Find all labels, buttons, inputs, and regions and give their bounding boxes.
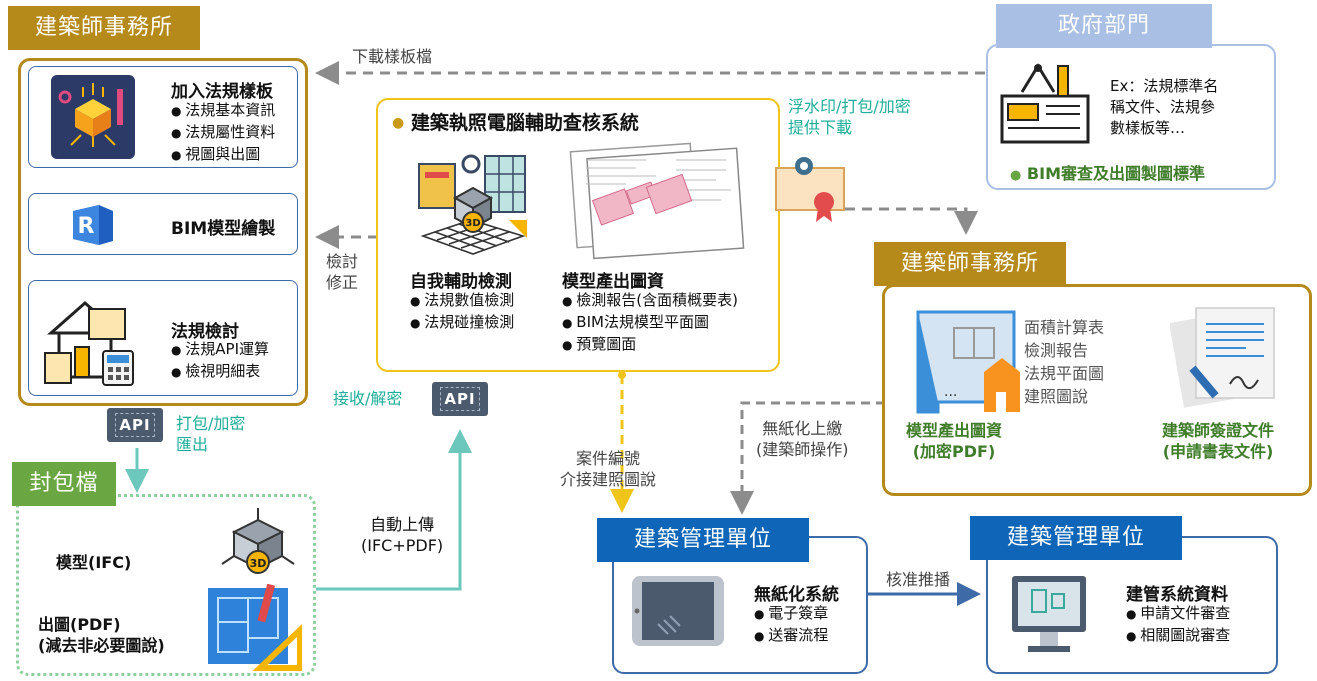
management-data-list: 申請文件審查 相關圖說審查 — [1126, 603, 1230, 647]
center-system-title: ● 建築執照電腦輔助查核系統 — [392, 112, 639, 134]
card-bim-model[interactable]: R BIM模型繪製 — [28, 193, 298, 255]
label-drawing-pdf: 出圖(PDF) (減去非必要圖說) — [38, 615, 165, 655]
3d-cube-icon: 3D — [221, 508, 295, 574]
tablet-icon — [632, 576, 724, 646]
label-review-correct: 檢討 修正 — [326, 252, 359, 292]
arrow-watermark-download — [845, 207, 978, 235]
label-receive-decrypt: 接收/解密 — [333, 389, 403, 408]
self-check-title: 自我輔助檢測 — [410, 272, 512, 292]
card-regulation-check[interactable]: 法規檢討 法規API運算 檢視明細表 — [28, 280, 298, 396]
list-item: 檢測報告(含面積概要表) — [562, 290, 738, 312]
list-item: 法規平面圖 — [1024, 364, 1105, 383]
card-bim-model-title: BIM模型繪製 — [171, 219, 276, 239]
list-item: 面積計算表 — [1024, 318, 1105, 337]
list-item: 相關圖說審查 — [1126, 625, 1230, 647]
svg-text:3D: 3D — [465, 218, 480, 229]
api-badge-receive: API — [432, 382, 488, 416]
certificate-icon — [775, 157, 845, 222]
right-model-output: 模型產出圖資 (加密PDF) — [906, 421, 1003, 461]
drawing-sheets-icon — [569, 142, 745, 260]
left-architect-tab: 建築師事務所 — [8, 6, 200, 50]
list-item: 視圖與出圖 — [171, 144, 275, 166]
right-architect-tab: 建築師事務所 — [874, 242, 1066, 286]
regulation-drafting-icon — [1000, 63, 1090, 144]
list-item: 法規屬性資料 — [171, 122, 275, 144]
api-badge-export: API — [107, 408, 163, 442]
bullet-dot-icon: ● — [1010, 168, 1022, 183]
card-add-template-title: 加入法規樣板 — [171, 82, 273, 102]
model-output-title: 模型產出圖資 — [562, 272, 664, 292]
svg-text:3D: 3D — [250, 557, 267, 570]
list-item: 法規API運算 — [171, 339, 269, 361]
circuit-cube-icon — [51, 75, 135, 159]
list-item: 法規基本資訊 — [171, 100, 275, 122]
label-auto-upload: 自動上傳 (IFC+PDF) — [361, 515, 444, 555]
label-case-number: 案件編號 介接建照圖說 — [560, 449, 657, 489]
government-text: Ex：法規標準名 稱文件、法規參 數樣板等… — [1110, 77, 1219, 137]
list-item: 檢視明細表 — [171, 361, 269, 383]
card-regulation-check-list: 法規API運算 檢視明細表 — [171, 339, 269, 383]
list-item: 法規碰撞檢測 — [410, 312, 514, 334]
self-check-3d-icon: 3D — [418, 154, 527, 255]
list-item: 電子簽章 — [754, 603, 828, 625]
list-item: 申請文件審查 — [1126, 603, 1230, 625]
house-calculator-icon — [44, 300, 134, 386]
card-regulation-check-title: 法規檢討 — [171, 322, 239, 342]
revit-icon: R — [73, 205, 113, 245]
right-doc-list: 面積計算表 檢測報告 法規平面圖 建照圖說 — [1024, 316, 1104, 408]
label-approve: 核准推播 — [886, 570, 951, 589]
list-item: 法規數值檢測 — [410, 290, 514, 312]
label-download-template: 下載樣板檔 — [352, 47, 433, 66]
package-tab: 封包檔 — [12, 462, 116, 506]
card-add-template[interactable]: 加入法規樣板 法規基本資訊 法規屬性資料 視圖與出圖 — [28, 66, 298, 168]
blueprint-icon — [208, 584, 302, 671]
government-tab: 政府部門 — [996, 4, 1212, 48]
label-model-ifc: 模型(IFC) — [56, 553, 132, 572]
management-data-title: 建管系統資料 — [1126, 585, 1228, 605]
monitor-icon — [1012, 576, 1086, 652]
management-right-tab: 建築管理單位 — [970, 516, 1182, 560]
government-standard: ● BIM審查及出圖製圖標準 — [1010, 164, 1205, 183]
signed-document-icon — [1170, 307, 1275, 408]
label-paperless-submit: 無紙化上繳 (建築師操作) — [756, 419, 849, 459]
management-left-tab: 建築管理單位 — [597, 518, 809, 562]
floorplan-output-icon: ... — [916, 310, 1020, 414]
svg-text:...: ... — [944, 384, 957, 400]
list-item: 送審流程 — [754, 625, 828, 647]
arrow-auto-upload — [310, 429, 472, 591]
self-check-list: 法規數值檢測 法規碰撞檢測 — [410, 290, 514, 334]
label-package-encrypt: 打包/加密 匯出 — [176, 414, 246, 454]
list-item: BIM法規模型平面圖 — [562, 312, 738, 334]
paperless-system-title: 無紙化系統 — [754, 585, 839, 605]
right-signed-docs: 建築師簽證文件 (申請書表文件) — [1162, 421, 1275, 461]
list-item: 建照圖說 — [1024, 387, 1089, 406]
model-output-list: 檢測報告(含面積概要表) BIM法規模型平面圖 預覽圖面 — [562, 290, 738, 356]
list-item: 預覽圖面 — [562, 334, 738, 356]
svg-text:R: R — [78, 214, 95, 239]
list-item: 檢測報告 — [1024, 341, 1089, 360]
arrow-paperless-submit — [730, 401, 885, 515]
label-watermark-download: 浮水印/打包/加密 提供下載 — [788, 97, 911, 137]
bullet-dot-icon: ● — [392, 115, 405, 131]
card-add-template-list: 法規基本資訊 法規屬性資料 視圖與出圖 — [171, 100, 275, 166]
paperless-system-list: 電子簽章 送審流程 — [754, 603, 828, 647]
